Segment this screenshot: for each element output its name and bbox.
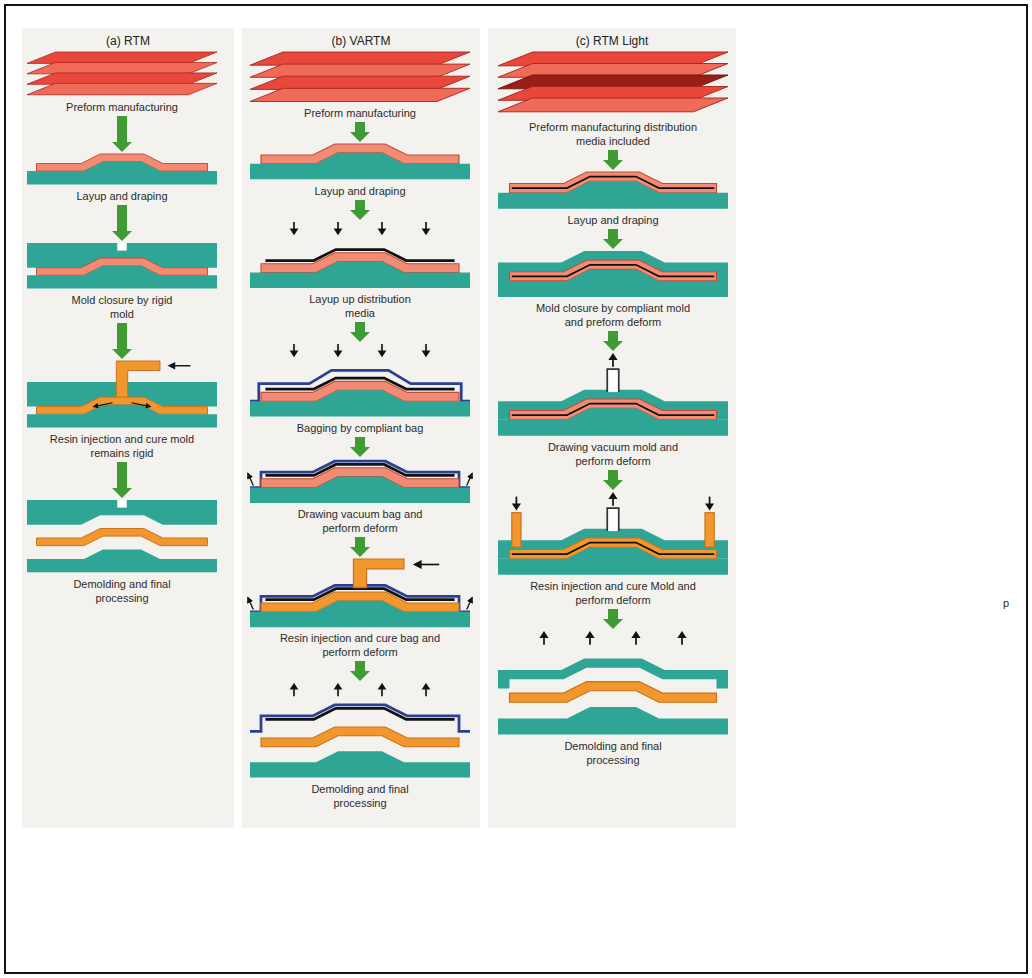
column-panel <box>22 28 234 828</box>
process-arrow <box>117 205 127 231</box>
step-caption: Preform manufacturing <box>260 106 460 120</box>
process-step: Layup and draping <box>250 144 470 198</box>
step-caption: Preform manufacturing distribution media… <box>528 120 698 148</box>
step-caption: Resin injection and cure Mold and perfor… <box>528 579 698 607</box>
step-caption: Demolding and final processing <box>553 739 673 767</box>
process-step: Layup up distribution media <box>250 222 470 320</box>
step-caption: Mold closure by rigid mold <box>67 293 177 321</box>
process-step: Mold closure by compliant mold and prefo… <box>498 251 728 329</box>
step-caption: Bagging by compliant bag <box>260 421 460 435</box>
injection-illustration <box>498 492 728 575</box>
layup-illustration <box>250 144 470 179</box>
frame <box>5 5 1027 973</box>
process-step: Resin injection and cure Mold and perfor… <box>498 492 728 607</box>
demolding-illustration <box>498 631 728 735</box>
column-panel <box>242 28 480 828</box>
vacuum-illustration <box>248 461 472 503</box>
step-caption: Preform manufacturing <box>37 100 207 114</box>
process-arrow <box>608 150 618 160</box>
process-arrow <box>608 470 618 480</box>
layup-illustration <box>498 172 728 209</box>
process-arrow <box>117 323 127 349</box>
step-caption: Layup and draping <box>513 213 713 227</box>
mold-closure-illustration <box>27 243 217 289</box>
process-step: Preform manufacturing <box>250 52 470 120</box>
process-arrow <box>355 200 365 210</box>
process-step: Resin injection and cure bag and perform… <box>250 559 470 659</box>
column-header: (c) RTM Light <box>488 28 736 49</box>
process-step: Drawing vacuum mold and perform deform <box>498 353 728 468</box>
process-arrow <box>117 462 127 488</box>
process-arrow <box>355 437 365 447</box>
process-step: Resin injection and cure mold remains ri… <box>27 361 217 460</box>
process-step: Demolding and final processing <box>27 500 217 605</box>
process-arrow <box>355 322 365 332</box>
process-step: Demolding and final processing <box>498 631 728 767</box>
process-step: Layup and draping <box>498 172 728 227</box>
step-caption: Drawing vacuum mold and perform deform <box>528 440 698 468</box>
fabric-stack <box>498 52 728 112</box>
process-arrow <box>608 609 618 619</box>
fabric-stack <box>27 52 217 95</box>
column-header: (a) RTM <box>22 28 234 49</box>
process-column: (b) VARTM Preform manufacturingLayup and … <box>242 28 480 828</box>
step-caption: Layup and draping <box>37 189 207 203</box>
process-step: Demolding and final processing <box>250 683 470 810</box>
step-caption: Layup up distribution media <box>295 292 425 320</box>
process-step: Mold closure by rigid mold <box>27 243 217 321</box>
fabric-stack <box>250 52 470 102</box>
process-arrow <box>355 661 365 671</box>
step-caption: Drawing vacuum bag and perform deform <box>285 507 435 535</box>
process-column: (a) RTM Preform manufacturingLayup and dr… <box>22 28 234 828</box>
process-arrow <box>355 537 365 547</box>
injection-illustration <box>248 559 472 627</box>
process-step: Preform manufacturing <box>27 52 217 114</box>
step-caption: Layup and draping <box>260 184 460 198</box>
step-caption: Demolding and final processing <box>62 577 182 605</box>
column-header: (b) VARTM <box>242 28 480 49</box>
step-caption: Demolding and final processing <box>300 782 420 810</box>
process-step: Layup and draping <box>27 154 217 203</box>
process-arrow <box>608 229 618 239</box>
mold-closure-illustration <box>498 251 728 297</box>
process-column: (c) RTM LightPreform manufacturing distr… <box>488 28 736 828</box>
demolding-illustration <box>27 500 217 572</box>
process-step: Drawing vacuum bag and perform deform <box>250 459 470 535</box>
process-arrow <box>355 122 365 132</box>
vacuum-illustration <box>498 353 728 436</box>
process-arrow <box>117 116 127 142</box>
step-caption: Resin injection and cure mold remains ri… <box>32 432 212 460</box>
step-caption: Resin injection and cure bag and perform… <box>270 631 450 659</box>
process-step: Bagging by compliant bag <box>250 344 470 435</box>
process-arrow <box>608 331 618 341</box>
injection-illustration <box>27 361 217 428</box>
demolding-illustration <box>250 683 470 778</box>
cut-off-label: p <box>1003 596 1009 610</box>
distribution-media-illustration <box>250 222 470 288</box>
layup-illustration <box>27 154 217 184</box>
step-caption: Mold closure by compliant mold and prefo… <box>528 301 698 329</box>
column-panel <box>488 28 736 828</box>
process-step: Preform manufacturing distribution media… <box>498 52 728 148</box>
bagging-illustration <box>250 344 470 417</box>
